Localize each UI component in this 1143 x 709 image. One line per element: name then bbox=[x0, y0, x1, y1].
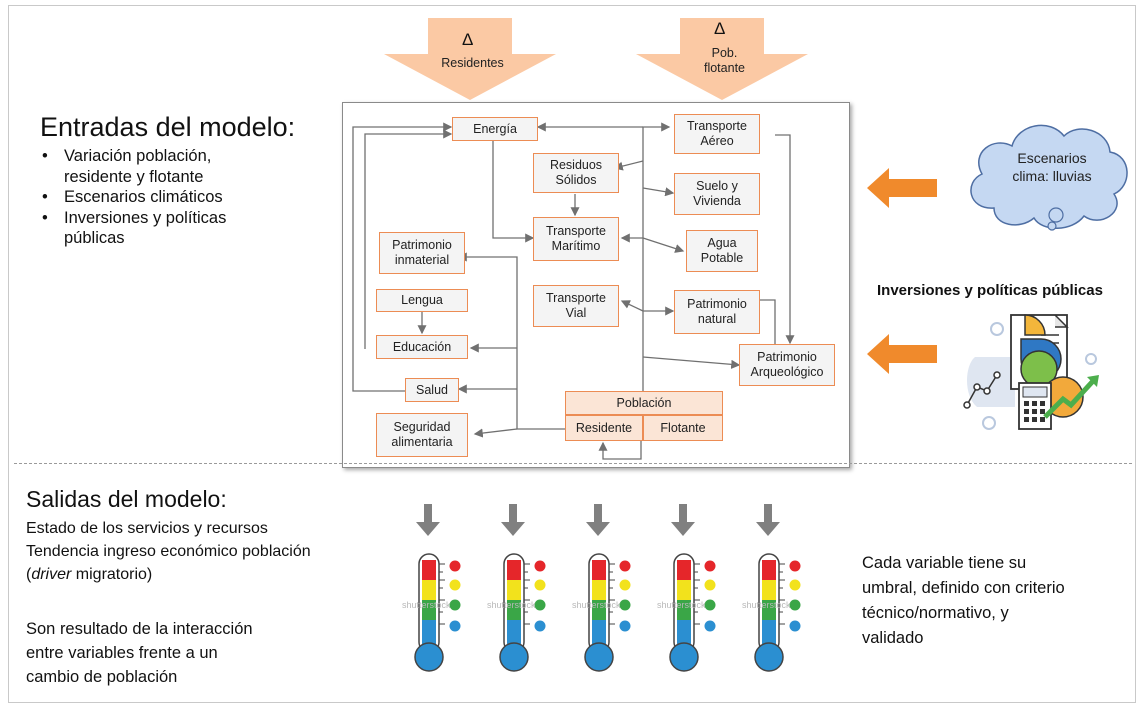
thermometer-icon: shutterstock bbox=[572, 504, 631, 672]
label-residentes: Residentes bbox=[441, 56, 504, 70]
box-lengua: Lengua bbox=[376, 289, 468, 312]
outputs-lines: Estado de los servicios y recursos Tende… bbox=[26, 517, 311, 586]
input-bullet: Inversiones y políticas públicas bbox=[42, 208, 226, 249]
output-line: Estado de los servicios y recursos bbox=[26, 520, 268, 537]
investments-title: Inversiones y políticas públicas bbox=[877, 282, 1103, 299]
box-salud: Salud bbox=[405, 378, 459, 402]
svg-text:shutterstock: shutterstock bbox=[742, 600, 791, 610]
top-arrows bbox=[384, 18, 808, 100]
thermometer-icon: shutterstock bbox=[657, 504, 716, 672]
section-divider bbox=[14, 463, 1132, 464]
output-line: (driver migratorio) bbox=[26, 566, 153, 583]
box-suelo-vivienda: Suelo y Vivienda bbox=[674, 173, 760, 215]
thermometer-icon: shutterstock bbox=[487, 504, 546, 672]
model-diagram: Energía Transporte Aéreo Residuos Sólido… bbox=[342, 102, 850, 468]
box-transporte-vial: Transporte Vial bbox=[533, 285, 619, 327]
thermometer-icon: shutterstock bbox=[402, 504, 461, 672]
outputs-result: Son resultado de la interacción entre va… bbox=[26, 620, 253, 686]
threshold-text: Cada variable tiene su umbral, definido … bbox=[862, 554, 1065, 647]
box-residuos-solidos: Residuos Sólidos bbox=[533, 153, 619, 193]
box-flotante: Flotante bbox=[643, 415, 723, 441]
box-patrimonio-inmaterial: Patrimonio inmaterial bbox=[379, 232, 465, 274]
svg-text:shutterstock: shutterstock bbox=[572, 600, 621, 610]
slide-frame bbox=[8, 5, 1136, 703]
svg-text:shutterstock: shutterstock bbox=[487, 600, 536, 610]
input-bullet: Escenarios climáticos bbox=[42, 187, 226, 208]
inputs-title: Entradas del modelo: bbox=[40, 112, 296, 142]
climate-label: Escenarios clima: lluvias bbox=[1012, 150, 1092, 184]
box-residente: Residente bbox=[565, 415, 643, 441]
investments-illustration-icon bbox=[963, 314, 1099, 430]
investment-arrow bbox=[867, 334, 937, 374]
thermometers-row: shutterstock shutterstock shutterstock shut… bbox=[400, 502, 820, 682]
box-patrimonio-natural: Patrimonio natural bbox=[674, 290, 760, 334]
inputs-list: Variación población, residente y flotant… bbox=[42, 146, 226, 249]
box-transporte-maritimo: Transporte Marítimo bbox=[533, 217, 619, 261]
label-pob-flotante: Pob. flotante bbox=[703, 46, 745, 75]
box-poblacion: Población bbox=[565, 391, 723, 415]
svg-text:shutterstock: shutterstock bbox=[657, 600, 706, 610]
box-energia: Energía bbox=[452, 117, 538, 141]
input-bullet: Variación población, residente y flotant… bbox=[42, 146, 226, 187]
outputs-title: Salidas del modelo: bbox=[26, 486, 227, 512]
box-educacion: Educación bbox=[376, 335, 468, 359]
thermometer-icon: shutterstock bbox=[742, 504, 801, 672]
driver-word: driver bbox=[31, 566, 72, 583]
arrow-residentes bbox=[384, 18, 556, 100]
output-line: Tendencia ingreso económico población bbox=[26, 543, 311, 560]
svg-text:shutterstock: shutterstock bbox=[402, 600, 451, 610]
arrow-pob-flotante bbox=[636, 18, 808, 100]
cloud-icon bbox=[970, 124, 1128, 231]
box-patrimonio-arqueologico: Patrimonio Arqueológico bbox=[739, 344, 835, 386]
box-seguridad-alimentaria: Seguridad alimentaria bbox=[376, 413, 468, 457]
box-transporte-aereo: Transporte Aéreo bbox=[674, 114, 760, 154]
climate-arrow bbox=[867, 168, 937, 208]
delta-residentes: Δ bbox=[462, 30, 474, 49]
delta-pob-flotante: Δ bbox=[714, 19, 726, 38]
box-agua-potable: Agua Potable bbox=[686, 230, 758, 272]
